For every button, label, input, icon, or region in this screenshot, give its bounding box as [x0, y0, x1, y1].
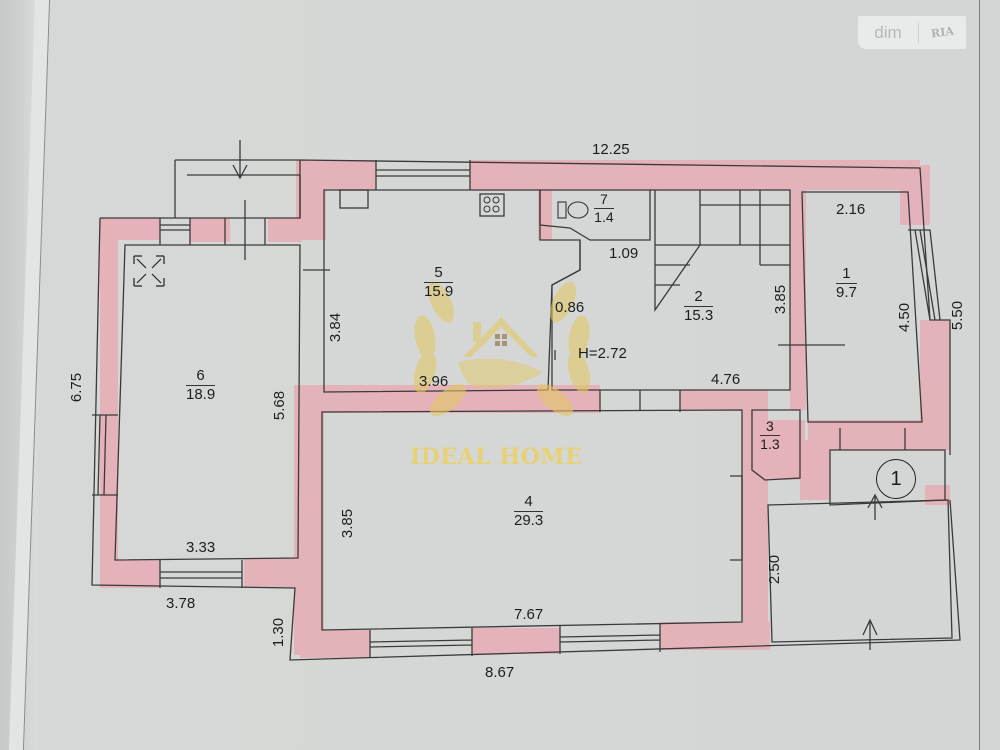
dim-left-block-bottom: 3.78: [166, 595, 196, 612]
dim-left-height: 6.75: [68, 372, 86, 403]
toilet-icon: [557, 201, 589, 219]
drawing-frame-border: [979, 0, 980, 750]
ideal-home-emblem-icon: [413, 281, 591, 417]
dim-porch-height: 2.50: [766, 554, 784, 585]
logo-dim-text: dim: [858, 22, 919, 43]
dim-room6-height: 5.68: [271, 390, 289, 421]
dim-room5-height: 3.84: [327, 312, 345, 343]
ventilation-icon: [133, 255, 165, 287]
dim-bottom-width: 8.67: [485, 664, 515, 681]
ceiling-height-label: H=2.72: [578, 345, 627, 362]
dim-room4-height: 3.85: [339, 508, 357, 539]
wall-lines: [91, 140, 961, 661]
dim-ria-logo: dim RIA: [858, 16, 966, 49]
logo-ria-text: RIA: [930, 24, 955, 41]
dim-top-width: 12.25: [592, 141, 630, 158]
stove-icon: [483, 196, 500, 213]
dim-room2-width: 4.76: [711, 371, 741, 388]
dim-room5-width: 3.96: [419, 373, 449, 390]
dim-passage-width: 0.86: [555, 299, 585, 316]
dim-right-height: 5.50: [949, 300, 967, 331]
dim-room1-width: 2.16: [836, 201, 866, 218]
dim-room4-width: 7.67: [514, 606, 544, 623]
dim-room2-height: 3.85: [772, 284, 790, 315]
dim-room6-width: 3.33: [186, 539, 216, 556]
section-marker: 1: [876, 459, 916, 499]
dim-bottom-step: 1.30: [270, 617, 288, 648]
dim-toilet-passage: 1.09: [609, 245, 639, 262]
agency-watermark-text: IDEAL HOME: [410, 444, 583, 470]
dim-room1-height: 4.50: [896, 302, 914, 333]
